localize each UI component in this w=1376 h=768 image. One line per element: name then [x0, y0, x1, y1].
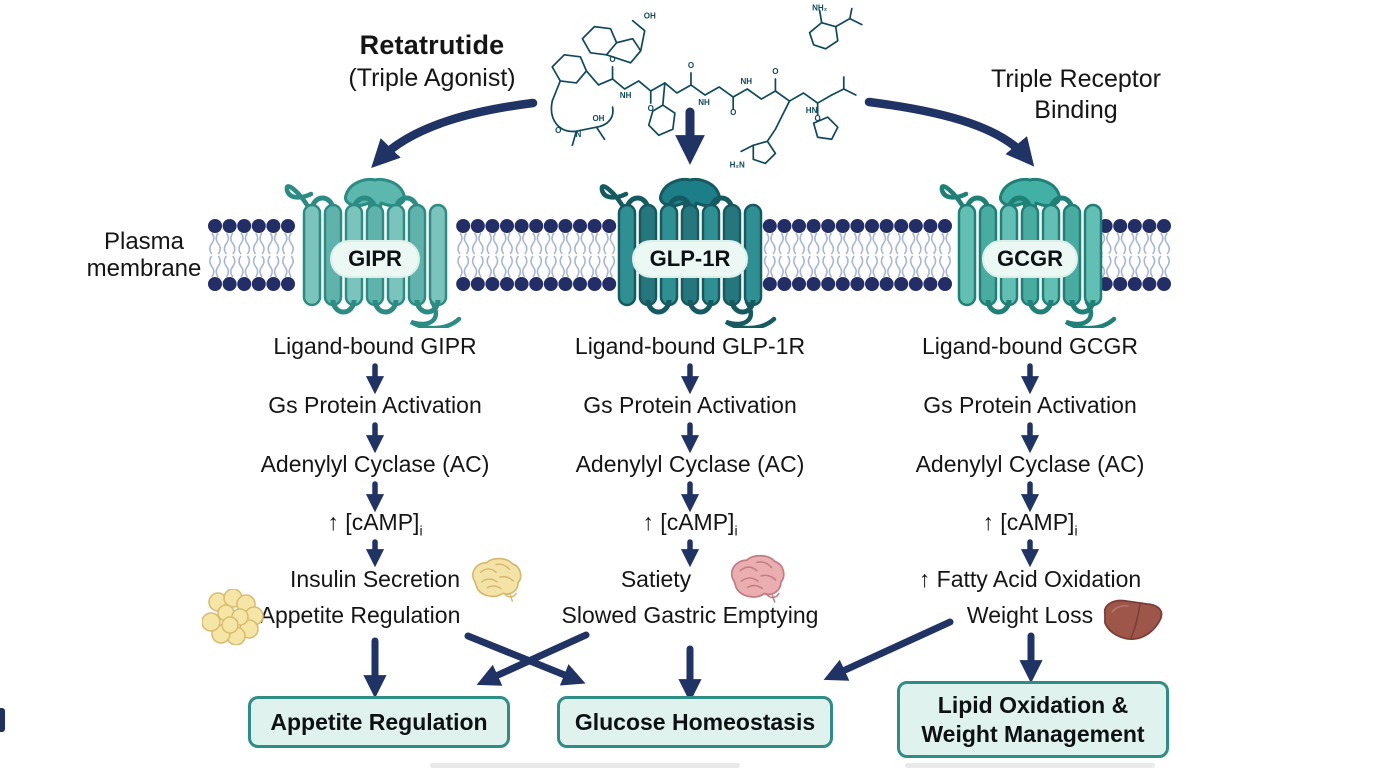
camp-text: ↑ [cAMP] — [327, 509, 420, 535]
binding-label-line2: Binding — [1034, 96, 1118, 124]
gipr-step-camp: ↑ [cAMP]i — [185, 509, 565, 539]
glp1r-step-adenylyl-cyclase: Adenylyl Cyclase (AC) — [575, 451, 805, 477]
glp1r-step-ligand-bound: Ligand-bound GLP-1R — [574, 333, 806, 359]
camp-subscript: i — [734, 522, 738, 539]
gipr-outcome-insulin-secretion: Insulin Secretion — [289, 566, 461, 592]
glp1r-outcome-satiety: Satiety — [620, 566, 692, 592]
svg-text:OH: OH — [592, 114, 604, 123]
cropped-bottom-artifact — [430, 763, 740, 768]
camp-text: ↑ [cAMP] — [982, 509, 1075, 535]
gcgr-step-camp: ↑ [cAMP]i — [840, 509, 1220, 539]
svg-text:O: O — [772, 67, 778, 76]
lipid-box-label-line1: Lipid Oxidation & — [937, 691, 1129, 718]
glucose-homeostasis-box-label: Glucose Homeostasis — [574, 708, 816, 735]
liver-icon — [1103, 599, 1163, 640]
gcgr-step-ligand-bound: Ligand-bound GCGR — [921, 333, 1139, 359]
pancreatic-islet-cells-icon — [202, 589, 264, 645]
svg-text:H₂N: H₂N — [730, 160, 745, 169]
svg-text:HN: HN — [806, 106, 818, 115]
cropped-bottom-artifact — [905, 763, 1155, 768]
lipid-oxidation-weight-management-box: Lipid Oxidation & Weight Management — [897, 681, 1169, 758]
gipr-step-adenylyl-cyclase: Adenylyl Cyclase (AC) — [260, 451, 490, 477]
svg-text:O: O — [730, 108, 736, 117]
svg-text:O: O — [648, 104, 654, 113]
svg-text:NH: NH — [740, 77, 752, 86]
svg-text:OH: OH — [644, 12, 656, 21]
cropped-edge-artifact — [0, 708, 5, 732]
glp1r-outcome-slowed-gastric-emptying: Slowed Gastric Emptying — [561, 602, 819, 628]
plasma-membrane-label-line2: membrane — [86, 255, 202, 282]
glp1r-step-gs-protein: Gs Protein Activation — [583, 392, 797, 418]
camp-text: ↑ [cAMP] — [642, 509, 735, 535]
glucose-homeostasis-box: Glucose Homeostasis — [557, 696, 833, 748]
flow-arrows — [363, 97, 1043, 703]
brain-icon — [730, 554, 785, 603]
plasma-membrane-label-line1: Plasma — [103, 228, 185, 255]
drug-name: Retatrutide — [359, 30, 505, 60]
camp-subscript: i — [419, 522, 423, 539]
appetite-regulation-box: Appetite Regulation — [248, 696, 510, 748]
appetite-regulation-box-label: Appetite Regulation — [270, 708, 488, 735]
gcgr-receptor-label: GCGR — [982, 240, 1078, 278]
glp1r-step-camp: ↑ [cAMP]i — [500, 509, 880, 539]
glp1r-receptor-label: GLP-1R — [632, 240, 748, 278]
plasma-membrane-label: Plasma membrane — [78, 228, 210, 282]
svg-text:O: O — [688, 61, 694, 70]
drug-title: Retatrutide (Triple Agonist) — [272, 30, 592, 93]
gcgr-outcome-weight-loss: Weight Loss — [966, 602, 1094, 628]
gcgr-step-adenylyl-cyclase: Adenylyl Cyclase (AC) — [915, 451, 1145, 477]
svg-text:O: O — [815, 114, 821, 123]
gcgr-step-gs-protein: Gs Protein Activation — [923, 392, 1137, 418]
brain-icon — [472, 557, 522, 602]
svg-text:N: N — [575, 130, 581, 139]
gipr-step-ligand-bound: Ligand-bound GIPR — [273, 333, 477, 359]
glp1r-receptor — [599, 178, 777, 328]
svg-text:NH₂: NH₂ — [812, 4, 828, 13]
drug-subtitle: (Triple Agonist) — [348, 64, 516, 92]
triple-receptor-binding-label: Triple Receptor Binding — [945, 64, 1207, 126]
camp-subscript: i — [1074, 522, 1078, 539]
lipid-box-label-line2: Weight Management — [921, 720, 1145, 747]
svg-text:NH: NH — [698, 98, 710, 107]
retatrutide-structure-illustration: OH O O O O O O NH NH NH OH N O NH₂ H₂N HN — [550, 4, 863, 169]
gcgr-outcome-fatty-acid-oxidation: ↑ Fatty Acid Oxidation — [918, 566, 1142, 592]
gipr-outcome-appetite-regulation: Appetite Regulation — [259, 602, 461, 628]
svg-text:O: O — [609, 55, 615, 64]
gipr-receptor-label: GIPR — [330, 240, 420, 278]
binding-label-line1: Triple Receptor — [991, 65, 1161, 93]
gipr-step-gs-protein: Gs Protein Activation — [268, 392, 482, 418]
svg-text:NH: NH — [620, 91, 632, 100]
svg-text:O: O — [555, 126, 561, 135]
